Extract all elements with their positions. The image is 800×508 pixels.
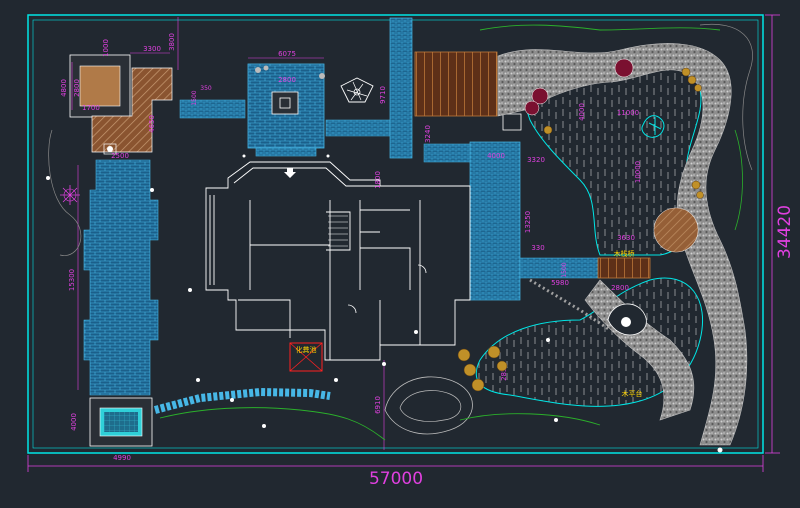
dim-3240: 3240: [424, 125, 432, 143]
central-brick-strip: 9710 3240: [379, 17, 432, 159]
tree-purple: [614, 58, 634, 78]
building-footprint: [205, 161, 471, 361]
island-tree: [621, 317, 631, 327]
dim-15300: 15300: [68, 269, 76, 291]
dim-4000: 4000: [487, 152, 505, 160]
right-brick-strip: 4000 3320 13250 330: [469, 141, 545, 301]
dim-1000: 1000: [102, 39, 110, 57]
dim-350: 350: [200, 85, 212, 92]
site-boundary: [27, 14, 764, 454]
tree-purple: [531, 87, 549, 105]
label-platform: 木平台: [622, 389, 643, 398]
lawn-edge-top: [479, 24, 721, 31]
dim-9710: 9710: [379, 86, 387, 104]
small-square-pad: [502, 113, 522, 131]
dim-3320: 3320: [527, 156, 545, 164]
label-bridge: 木栈桥: [614, 249, 635, 258]
dim-4650: 4650: [148, 115, 156, 133]
pavilion-top-left: 4800 2800 1700 3300 1000 3800 4650 2500: [60, 17, 179, 160]
dim-3630: 3630: [617, 234, 635, 242]
round-planter: [653, 207, 699, 253]
dim-13250: 13250: [524, 211, 532, 233]
dim-4800: 4800: [60, 79, 68, 97]
dim-2500: 2500: [111, 152, 129, 160]
lawn-edge-bottom: [159, 407, 386, 441]
gravel-path: [497, 43, 748, 446]
dim-6075: 6075: [278, 50, 296, 58]
dim-10000: 10000: [634, 161, 642, 183]
wood-deck-top: [414, 51, 498, 117]
table-umbrella-icon: [340, 77, 374, 103]
tree-purple: [524, 100, 540, 116]
dim-1500b: 1500: [561, 262, 568, 277]
overall-width-dimension: 57000: [27, 455, 764, 489]
dim-3800: 3800: [168, 33, 176, 51]
dim-3300: 3300: [143, 45, 161, 53]
marker-dots: [46, 176, 723, 453]
dim-1700: 1700: [82, 104, 100, 112]
dim-1800: 1800: [374, 171, 382, 189]
dim-330: 330: [531, 244, 544, 252]
dim-6910: 6910: [374, 396, 382, 414]
door-swing-2: [417, 264, 427, 274]
wood-bridge: 木栈桥 3630 2800: [597, 234, 651, 292]
contour-right: [699, 23, 753, 171]
door-swing: [347, 304, 357, 314]
dim-2800: 2800: [73, 79, 81, 97]
dim-4990: 4990: [113, 454, 131, 462]
overall-height-label: 34420: [775, 205, 795, 259]
step-strip-4: [519, 257, 601, 279]
dim-4000b: 4000: [578, 103, 586, 121]
bottom-left-pool: 4000 4990: [70, 397, 153, 462]
tree-symbol-icon: [60, 185, 80, 205]
step-strip-1: [179, 99, 246, 119]
dim-11000: 11000: [617, 109, 639, 117]
overall-width-label: 57000: [369, 469, 423, 489]
golden-shrubs: [457, 67, 704, 392]
dim-5980: 5980: [551, 279, 569, 287]
lawn-contour-left: [48, 129, 82, 256]
step-strip-2: [325, 119, 391, 137]
pavilion-top-center: 6075 2800: [242, 50, 330, 158]
dim-2800b: 2800: [278, 76, 296, 84]
mound-contour: [384, 376, 473, 435]
step-strip-3: [423, 143, 471, 163]
overall-height-dimension: 34420: [765, 14, 795, 454]
cross-hatch-box: 化粪池: [289, 342, 323, 372]
dim-2800c: 2800: [611, 284, 629, 292]
dim-2850: 2850: [500, 363, 508, 381]
left-paving-path: 15300: [68, 159, 159, 396]
bottom-stepping-path: [153, 387, 331, 414]
water-plant-cluster: [641, 115, 665, 138]
dim-1500a: 1500: [191, 90, 198, 105]
right-pond: [475, 67, 704, 407]
dim-4000c: 4000: [70, 413, 78, 431]
label-septic: 化粪池: [296, 345, 317, 354]
arrow-down-icon: [284, 168, 296, 178]
